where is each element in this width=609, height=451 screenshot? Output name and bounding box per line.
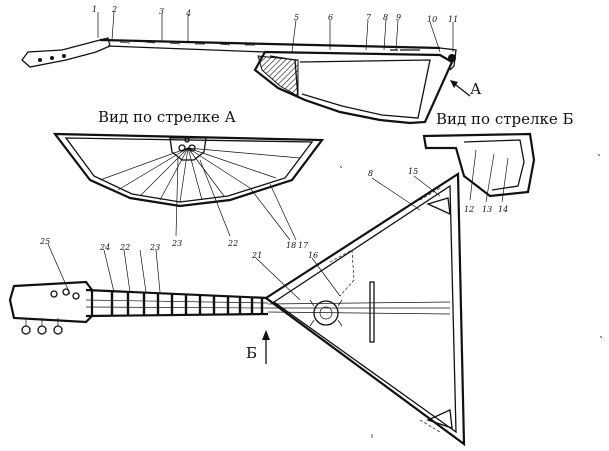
part-num-9: 9 bbox=[396, 13, 401, 22]
view-a-numbers: 23 22 18 17 bbox=[171, 239, 309, 250]
part-num-20: 22 bbox=[227, 239, 238, 248]
part-num-4: 4 bbox=[185, 9, 191, 18]
part-num-5: 5 bbox=[294, 13, 299, 22]
arrow-b: Б bbox=[246, 330, 270, 364]
part-num-15: 15 bbox=[408, 167, 418, 176]
part-num-14: 14 bbox=[498, 205, 508, 214]
side-view-numbers: 1 2 3 4 5 6 7 8 9 10 11 bbox=[92, 5, 458, 24]
top-view bbox=[8, 172, 466, 447]
part-num-21: 23 bbox=[171, 239, 182, 248]
part-num-3: 3 bbox=[159, 7, 164, 16]
part-num-22: 23 bbox=[149, 243, 160, 252]
view-b-numbers: 12 13 14 bbox=[464, 205, 508, 214]
view-b-title: Вид по стрелке Б bbox=[436, 110, 574, 128]
side-view bbox=[21, 37, 457, 125]
part-num-6: 6 bbox=[328, 13, 333, 22]
part-num-7: 7 bbox=[366, 13, 372, 22]
part-num-13: 13 bbox=[482, 205, 492, 214]
part-num-16: 16 bbox=[308, 251, 318, 260]
part-num-1: 1 bbox=[92, 5, 97, 14]
part-num-18: 18 bbox=[286, 241, 296, 250]
arrow-b-label: Б bbox=[246, 344, 257, 362]
side-view-leaders bbox=[97, 11, 454, 53]
part-num-19: 21 bbox=[251, 251, 262, 260]
view-b-section: Вид по стрелке Б bbox=[422, 110, 574, 203]
view-a-section: Вид по стрелке А bbox=[52, 108, 325, 241]
part-num-24: 24 bbox=[99, 243, 110, 252]
part-num-10: 10 bbox=[427, 15, 437, 24]
part-num-8: 8 bbox=[383, 13, 388, 22]
view-a-title: Вид по стрелке А bbox=[98, 108, 237, 126]
part-num-25: 25 bbox=[39, 237, 50, 246]
scan-specks bbox=[339, 153, 603, 438]
part-num-12: 12 bbox=[464, 205, 474, 214]
part-num-11: 11 bbox=[448, 15, 458, 24]
part-num-8b: 8 bbox=[368, 169, 373, 178]
part-num-23: 22 bbox=[119, 243, 130, 252]
top-view-leaders bbox=[47, 175, 441, 301]
arrow-a-label: А bbox=[470, 80, 482, 98]
part-num-17: 17 bbox=[298, 241, 309, 250]
arrow-a: А bbox=[450, 80, 482, 98]
top-view-numbers: 25 24 22 23 21 16 8 15 bbox=[39, 167, 418, 260]
part-num-2: 2 bbox=[111, 5, 117, 14]
